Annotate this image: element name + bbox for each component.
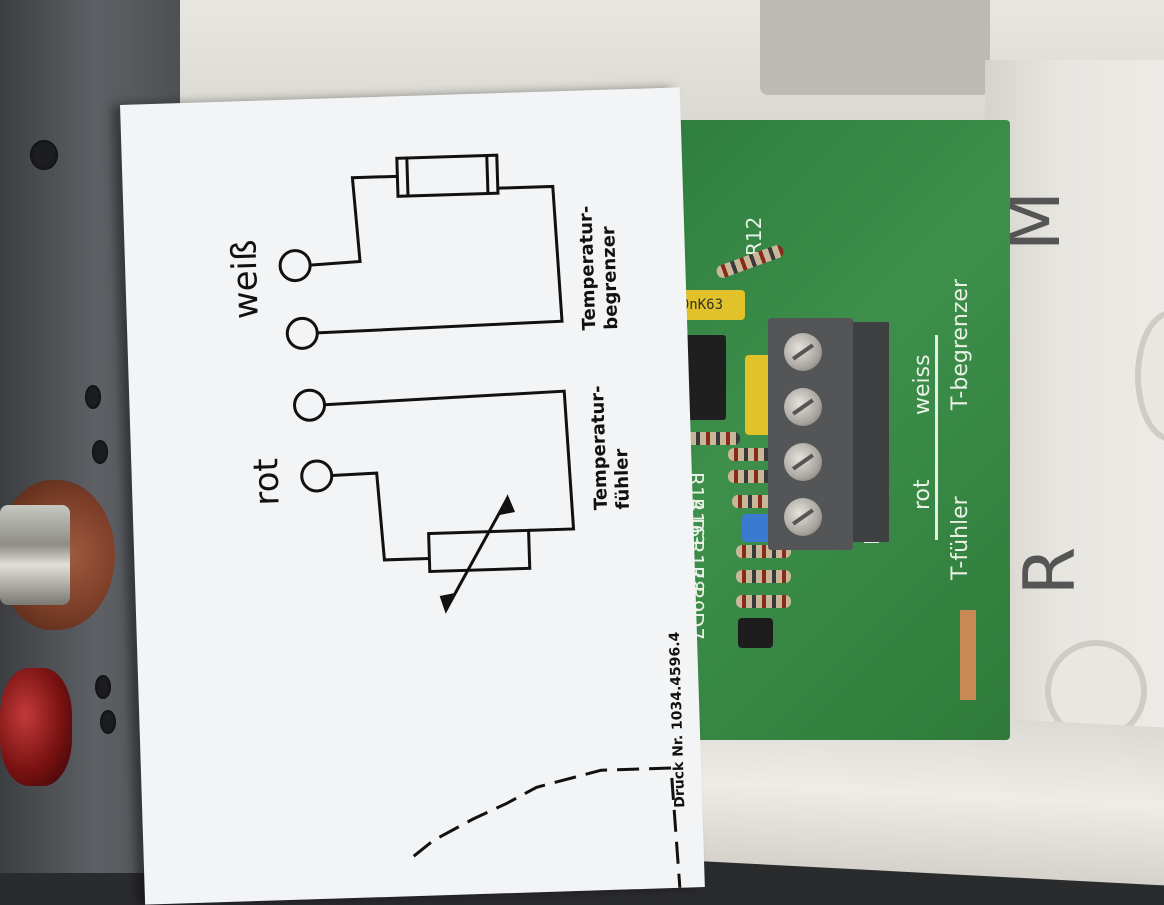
chassis-screw-hole	[30, 140, 58, 170]
label-limiter-line2: begrenzer	[598, 225, 623, 330]
terminal-housing	[853, 322, 889, 542]
terminal-circle-weiss-1	[278, 249, 312, 283]
pencil-mark-r: R	[1008, 546, 1091, 596]
silk-t-begrenzer: T-begrenzer	[948, 279, 973, 410]
terminal-circle-rot-1	[293, 388, 327, 422]
housing-notch	[760, 0, 990, 95]
label-limiter-line1: Temperatur-	[575, 205, 601, 331]
label-sensor-line2: fühler	[611, 448, 634, 510]
terminal-circle-weiss-2	[285, 316, 319, 350]
label-rot: rot	[246, 457, 288, 507]
terminal-screw-4[interactable]	[784, 498, 822, 536]
mounting-post	[1135, 310, 1164, 442]
diode-d7	[738, 618, 773, 648]
red-indicator-lamp	[0, 668, 72, 786]
potentiometer-shaft[interactable]	[0, 505, 70, 605]
resistor	[680, 432, 740, 445]
silk-rot: rot	[910, 479, 935, 510]
pad-strip	[960, 610, 976, 700]
silk-t-fuehler: T-fühler	[948, 496, 973, 580]
terminal-screw-3[interactable]	[784, 443, 822, 481]
resistor	[736, 570, 791, 583]
screw-terminal-block	[768, 318, 853, 550]
schematic-label-panel: weiß rot Temperatur- begrenzer Temperatu…	[120, 87, 705, 905]
label-sensor-line1: Temperatur-	[587, 385, 612, 511]
chassis-hole	[95, 675, 111, 699]
silk-divider	[935, 335, 938, 540]
silk-weiss: weiss	[910, 354, 935, 415]
chassis-hole	[100, 710, 116, 734]
terminal-screw-2[interactable]	[784, 388, 822, 426]
label-weiss: weiß	[224, 238, 267, 320]
terminal-screw-1[interactable]	[784, 333, 822, 371]
wiring-schematic	[278, 153, 682, 888]
terminal-circle-rot-2	[300, 459, 334, 493]
chassis-hole	[92, 440, 108, 464]
chassis-hole	[85, 385, 101, 409]
resistor	[736, 595, 791, 608]
blue-capacitor	[742, 514, 770, 542]
